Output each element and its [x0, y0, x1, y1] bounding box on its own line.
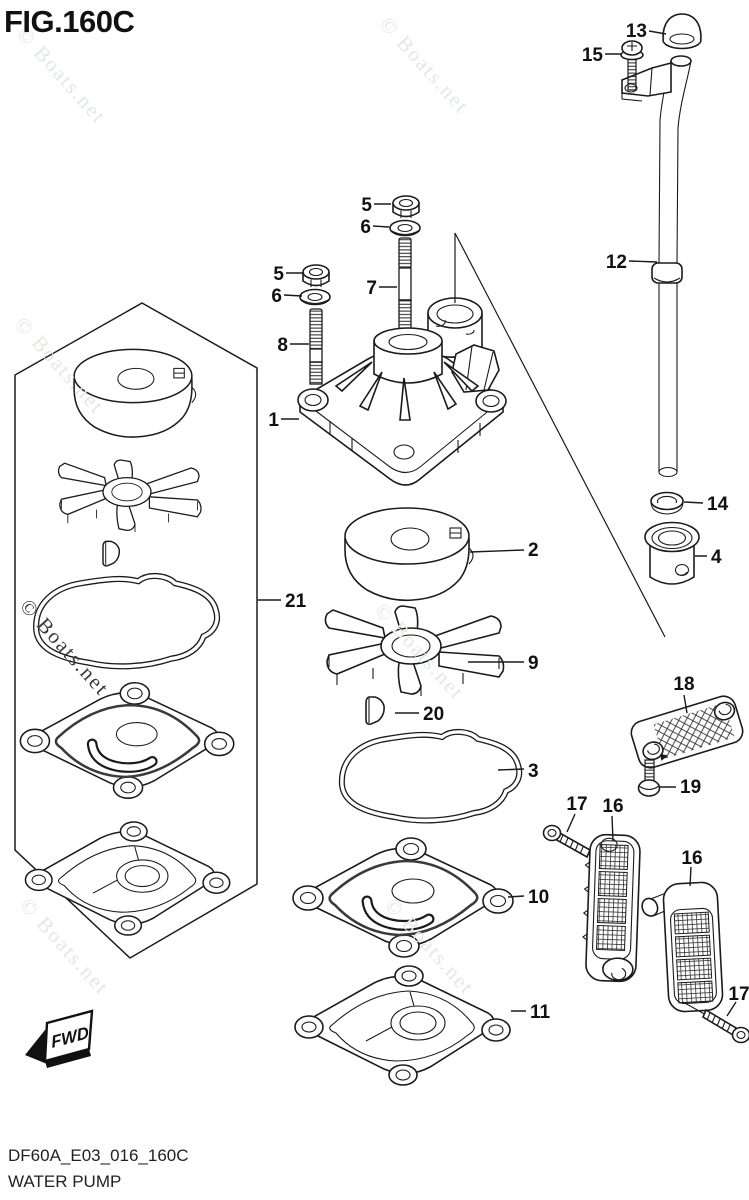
callout-17a[interactable]: 17 — [566, 794, 587, 815]
drawing-code: DF60A_E03_016_160C — [8, 1146, 189, 1165]
gasket-part-11 — [294, 965, 511, 1086]
seal-part-14 — [650, 491, 684, 515]
kit-impeller — [57, 459, 202, 533]
pump-case-part-1 — [297, 297, 507, 486]
callout-12[interactable]: 12 — [606, 252, 627, 273]
callout-16b[interactable]: 16 — [681, 848, 702, 869]
callout-5b[interactable]: 5 — [361, 195, 372, 216]
kit-plate — [20, 683, 233, 798]
kit-box-part-21 — [14, 302, 258, 959]
strainer-plate-part-18 — [630, 695, 744, 769]
kit-seal — [36, 576, 217, 666]
bolt-part-15 — [620, 40, 644, 91]
strainer-part-16-left — [582, 833, 641, 983]
strainer-part-16-right — [641, 881, 724, 1013]
callout-9[interactable]: 9 — [528, 653, 539, 674]
callout-13[interactable]: 13 — [626, 21, 647, 42]
tube-routing-lines — [454, 232, 666, 638]
callout-3[interactable]: 3 — [528, 761, 539, 782]
callout-8[interactable]: 8 — [277, 335, 288, 356]
fwd-direction-arrow: FWD — [25, 1009, 94, 1068]
impeller-part-9 — [324, 605, 505, 697]
pump-liner-part-2 — [344, 507, 474, 602]
grommet-part-13 — [662, 13, 702, 50]
screw-part-17-right — [682, 1001, 749, 1044]
callout-15[interactable]: 15 — [582, 45, 604, 66]
impeller-key-part-20 — [365, 696, 385, 725]
stud-bolt-7 — [398, 237, 412, 339]
screw-part-17-left — [542, 824, 592, 859]
drawing-name: WATER PUMP — [8, 1172, 122, 1191]
callout-5a[interactable]: 5 — [273, 264, 284, 285]
washer-6-left — [299, 288, 331, 306]
callout-21[interactable]: 21 — [285, 591, 307, 612]
callout-6b[interactable]: 6 — [360, 217, 371, 238]
callout-2[interactable]: 2 — [528, 540, 539, 561]
stud-bolt-8 — [309, 308, 323, 385]
callout-17b[interactable]: 17 — [728, 984, 749, 1005]
callout-18[interactable]: 18 — [673, 674, 694, 695]
nut-5-right — [392, 195, 420, 219]
kit-cup — [73, 348, 197, 438]
callout-1[interactable]: 1 — [268, 410, 279, 431]
callout-16a[interactable]: 16 — [602, 796, 623, 817]
callout-leader-lines — [258, 30, 737, 1017]
nut-5-left — [302, 264, 330, 288]
callout-7[interactable]: 7 — [366, 278, 377, 299]
callout-19[interactable]: 19 — [680, 777, 701, 798]
screw-part-19 — [637, 759, 661, 797]
callout-20[interactable]: 20 — [423, 704, 444, 725]
washer-6-right — [389, 219, 421, 237]
figure-title: FIG.160C — [4, 4, 135, 39]
callout-11[interactable]: 11 — [530, 1002, 551, 1023]
callout-4[interactable]: 4 — [711, 547, 722, 568]
callout-6a[interactable]: 6 — [271, 286, 282, 307]
under-panel-part-10 — [293, 838, 513, 957]
callout-10[interactable]: 10 — [528, 887, 549, 908]
bushing-part-4 — [644, 521, 700, 585]
callout-14[interactable]: 14 — [707, 494, 729, 515]
kit-key — [102, 540, 121, 567]
seal-ring-part-3 — [342, 732, 519, 821]
callout-labels: 1 2 3 4 5 6 5 6 7 8 9 10 11 12 13 14 15 … — [268, 21, 749, 1023]
water-tube-part-12 — [651, 55, 692, 478]
